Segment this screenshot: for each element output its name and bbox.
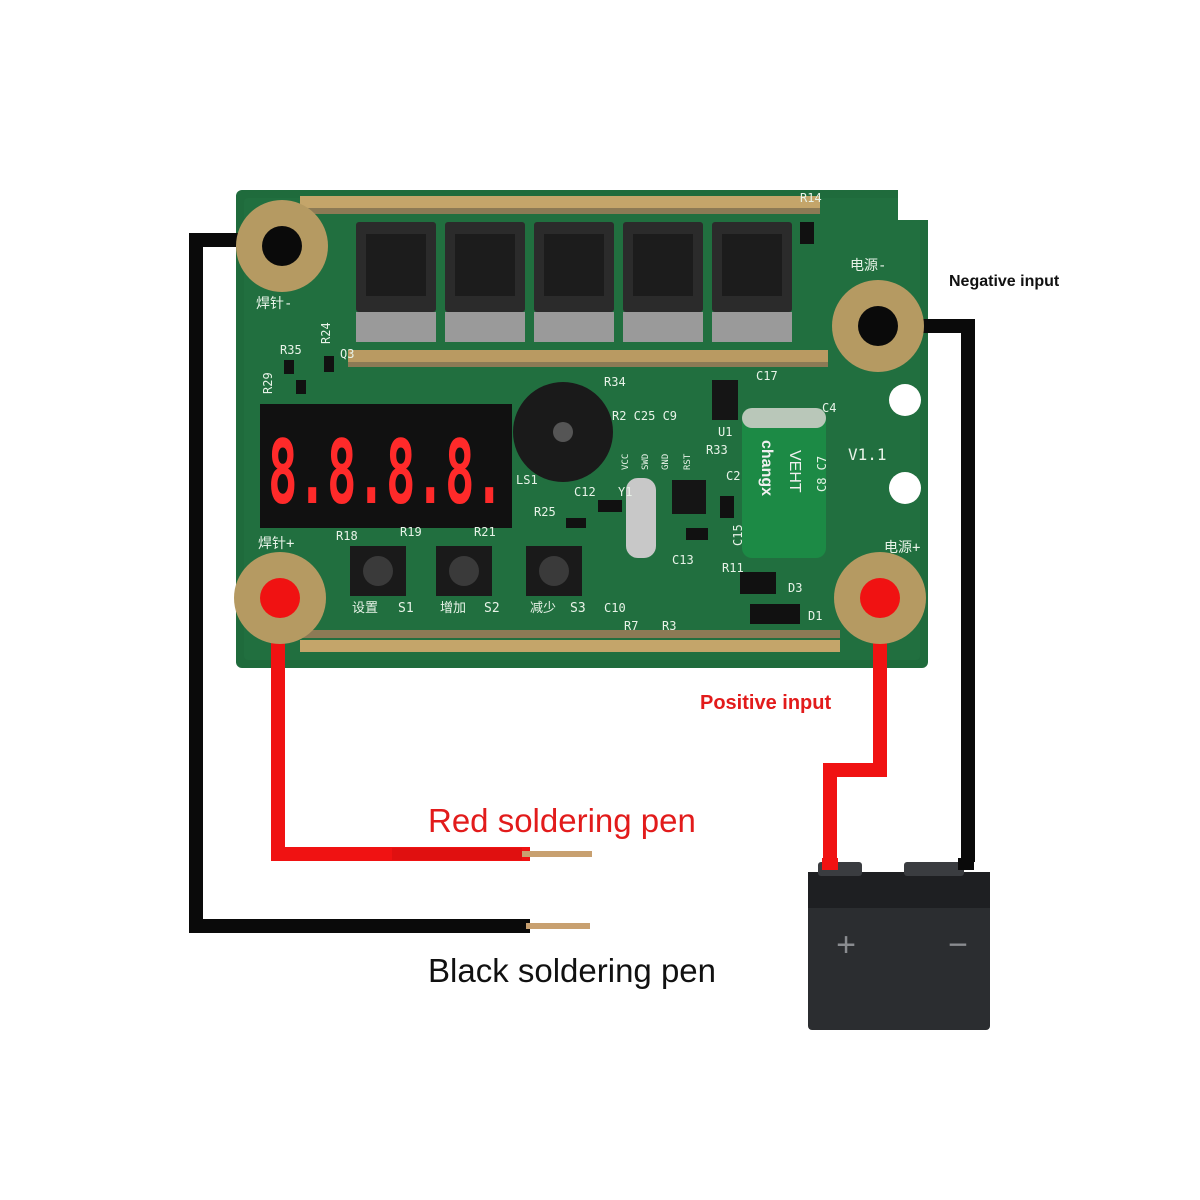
mosfet [445, 222, 525, 342]
ref-u1: U1 [718, 425, 732, 439]
board-version: V1.1 [848, 445, 887, 464]
battery-negative-terminal [958, 858, 974, 870]
mosfet [623, 222, 703, 342]
red-wire-battery [823, 592, 887, 862]
electrolytic-capacitor: changx VEHT [742, 408, 826, 558]
capacitor-brand: changx [758, 440, 775, 496]
ref-y1: Y1 [618, 485, 632, 499]
button-row [350, 546, 582, 596]
mosfet [356, 222, 436, 342]
terminal-weld-positive [234, 552, 326, 644]
red-pen-label: Red soldering pen [428, 802, 696, 839]
positive-input-label: Positive input [700, 692, 832, 714]
ref-d3: D3 [788, 581, 802, 595]
ref-d1: D1 [808, 609, 822, 623]
ref-vcc: VCC [621, 454, 631, 470]
negative-input-label: Negative input [949, 273, 1060, 290]
button-ref-s1: S1 [398, 601, 414, 616]
ref-r21: R21 [474, 525, 496, 539]
ref-r14: R14 [800, 191, 822, 205]
bottom-copper-rail [300, 640, 840, 652]
ref-c12: C12 [574, 485, 596, 499]
silk-power-neg: 电源- [850, 258, 886, 274]
silkscreen: 焊针- 焊针+ 电源- 电源+ V1.1 R14 R24 R35 R29 Q3 … [256, 191, 920, 633]
silk-power-pos: 电源+ [884, 540, 920, 556]
smd-components [284, 222, 814, 624]
ref-swd: SWD [641, 454, 651, 470]
top-copper-rail [300, 196, 820, 208]
ref-c17: C17 [756, 369, 778, 383]
terminal-power-negative [832, 280, 924, 372]
ref-r25: R25 [534, 505, 556, 519]
black-pen-tip [400, 920, 590, 932]
ref-r19: R19 [400, 525, 422, 539]
red-pen-tip [392, 848, 592, 860]
ref-c4: C4 [822, 401, 836, 415]
button-ref-s2: S2 [484, 601, 500, 616]
silk-weld-pos: 焊针+ [258, 536, 294, 552]
black-pen-label: Black soldering pen [428, 952, 717, 989]
button-label-increase: 增加 [440, 601, 466, 616]
mosfet [534, 222, 614, 342]
terminal-power-positive [834, 552, 926, 644]
ref-r3: R3 [662, 619, 676, 633]
ref-gnd: GND [661, 454, 671, 470]
ref-r24: R24 [319, 322, 333, 344]
set-button[interactable] [350, 546, 406, 596]
display-digits: 8.8.8.8. [268, 421, 504, 524]
regulator-chip [712, 380, 738, 420]
terminal-weld-negative [236, 200, 328, 292]
ref-c2: C2 [726, 469, 740, 483]
seven-segment-display: 8.8.8.8. [260, 404, 512, 528]
increase-button[interactable] [436, 546, 492, 596]
mcu-chip [672, 480, 706, 514]
ref-r11: R11 [722, 561, 744, 575]
decrease-button[interactable] [526, 546, 582, 596]
battery-plus-sign: + [836, 926, 856, 964]
mosfet [712, 222, 792, 342]
battery-minus-sign: − [948, 926, 968, 964]
battery-positive-terminal [822, 858, 838, 870]
ref-c8c7: C8 C7 [815, 456, 829, 492]
capacitor-series: VEHT [786, 450, 803, 493]
ref-c15: C15 [731, 524, 745, 546]
ref-c25: R2 C25 C9 [612, 409, 677, 423]
ref-r34: R34 [604, 375, 626, 389]
ref-rst: RST [683, 453, 693, 470]
ref-c10: C10 [604, 601, 626, 615]
ref-ls1: LS1 [516, 473, 538, 487]
battery: + − [808, 858, 990, 1030]
button-label-decrease: 减少 [530, 601, 556, 616]
crystal [626, 478, 656, 558]
button-ref-s3: S3 [570, 601, 586, 616]
mosfet-array [356, 222, 792, 342]
ref-q3: Q3 [340, 347, 354, 361]
silk-weld-neg: 焊针- [256, 296, 292, 312]
ref-r7: R7 [624, 619, 638, 633]
ref-r35: R35 [280, 343, 302, 357]
middle-copper-rail [348, 350, 828, 362]
ref-c13: C13 [672, 553, 694, 567]
button-label-set: 设置 [352, 601, 378, 616]
buzzer [513, 382, 613, 482]
ref-r29: R29 [261, 372, 275, 394]
ref-r33: R33 [706, 443, 728, 457]
ref-r18: R18 [336, 529, 358, 543]
